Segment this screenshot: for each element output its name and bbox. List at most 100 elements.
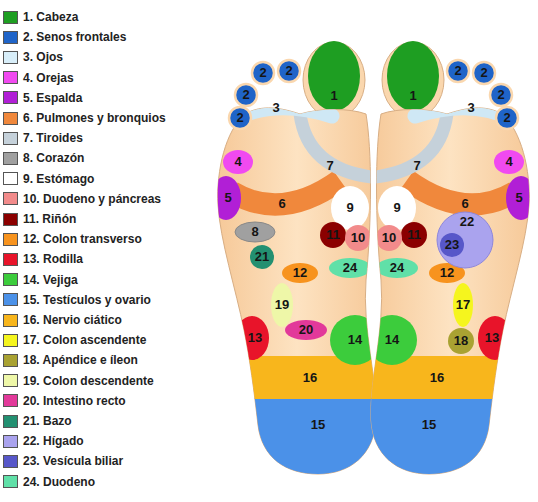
zone-number: 17 — [456, 297, 470, 313]
legend-swatch — [3, 435, 18, 448]
reflex-zone: 15 — [304, 417, 332, 433]
reflex-zone: 1 — [399, 88, 427, 104]
zone-shape — [250, 245, 274, 269]
reflex-zone: 12 — [286, 265, 314, 281]
legend-text: 3. Ojos — [23, 50, 63, 64]
reflex-zone: 18 — [447, 333, 475, 349]
zone-shape — [453, 283, 473, 327]
legend-text: 7. Tiroides — [23, 131, 83, 145]
legend-swatch — [3, 91, 18, 104]
legend-swatch — [3, 455, 18, 468]
reflex-zone: 23 — [438, 237, 466, 253]
zone-number: 14 — [348, 332, 362, 348]
zone-number: 5 — [515, 190, 522, 206]
zone-shape — [285, 320, 327, 340]
legend-entry: 17. Colon ascendente — [3, 332, 146, 348]
reflex-zone: 13 — [478, 330, 506, 346]
legend-text: 13. Rodilla — [23, 252, 83, 266]
zone-number: 1 — [330, 88, 337, 104]
reflex-zone: 17 — [449, 297, 477, 313]
legend-entry: 10. Duodeno y páncreas — [3, 191, 161, 207]
reflex-zone: 2 — [232, 87, 260, 103]
zone-number: 3 — [272, 100, 279, 116]
zone-number: 21 — [255, 249, 269, 265]
legend-swatch — [3, 394, 18, 407]
legend-swatch — [3, 31, 18, 44]
reflex-zone: 11 — [400, 227, 428, 243]
reflex-zone: 24 — [383, 260, 411, 276]
reflex-zone: 24 — [336, 260, 364, 276]
legend-entry: 6. Pulmones y bronquios — [3, 110, 166, 126]
legend-entry: 3. Ojos — [3, 49, 63, 65]
legend-entry: 19. Colon descendente — [3, 373, 154, 389]
reflex-zone: 2 — [226, 110, 254, 126]
legend-swatch — [3, 192, 18, 205]
legend-text: 5. Espalda — [23, 91, 82, 105]
legend-text: 18. Apéndice e íleon — [23, 353, 138, 367]
zone-number: 2 — [480, 65, 487, 81]
reflex-zone: 20 — [292, 322, 320, 338]
legend-swatch — [3, 334, 18, 347]
reflex-zone: 4 — [495, 154, 523, 170]
legend-swatch — [3, 152, 18, 165]
reflex-zone: 14 — [378, 332, 406, 348]
zone-number: 16 — [303, 370, 317, 386]
reflex-zone: 6 — [451, 196, 479, 212]
legend-swatch — [3, 253, 18, 266]
reflex-zone: 2 — [470, 65, 498, 81]
reflex-zone: 22 — [453, 214, 481, 230]
zone-shape — [440, 233, 464, 257]
zone-number: 4 — [234, 154, 241, 170]
legend-text: 12. Colon transverso — [23, 232, 142, 246]
reflex-zone: 21 — [248, 249, 276, 265]
zone-number: 7 — [413, 158, 420, 174]
reflex-zone: 3 — [262, 100, 290, 116]
legend-text: 24. Duodeno — [23, 475, 95, 489]
legend-entry: 21. Bazo — [3, 413, 72, 429]
zone-number: 10 — [351, 230, 365, 246]
zone-number: 13 — [485, 330, 499, 346]
reflex-zone: 12 — [433, 265, 461, 281]
legend-text: 20. Intestino recto — [23, 394, 126, 408]
zone-number: 12 — [440, 265, 454, 281]
legend-swatch — [3, 51, 18, 64]
legend-entry: 5. Espalda — [3, 90, 82, 106]
right-foot — [347, 41, 538, 488]
legend-entry: 7. Tiroides — [3, 130, 83, 146]
zone-number: 11 — [407, 227, 421, 243]
legend-text: 22. Hígado — [23, 434, 84, 448]
legend-swatch — [3, 293, 18, 306]
legend-swatch — [3, 172, 18, 185]
zone-number: 1 — [409, 88, 416, 104]
zone-number: 2 — [497, 87, 504, 103]
legend-swatch — [3, 415, 18, 428]
zone-shape — [235, 222, 275, 242]
zone-number: 9 — [346, 200, 353, 216]
zone-number: 2 — [242, 87, 249, 103]
zone-number: 5 — [224, 190, 231, 206]
zone-number: 11 — [326, 227, 340, 243]
reflex-zone: 6 — [268, 196, 296, 212]
legend-swatch — [3, 132, 18, 145]
legend-swatch — [3, 213, 18, 226]
legend-text: 4. Orejas — [23, 71, 74, 85]
legend-text: 16. Nervio ciático — [23, 313, 122, 327]
zone-number: 19 — [275, 297, 289, 313]
reflex-zone: 10 — [375, 230, 403, 246]
legend-entry: 15. Testículos y ovario — [3, 292, 151, 308]
legend-entry: 16. Nervio ciático — [3, 312, 122, 328]
legend-text: 15. Testículos y ovario — [23, 293, 151, 307]
legend-text: 1. Cabeza — [23, 10, 78, 24]
legend-swatch — [3, 374, 18, 387]
foot-base — [347, 41, 538, 488]
reflex-zone: 2 — [249, 65, 277, 81]
reflex-zone: 3 — [457, 100, 485, 116]
zone-number: 18 — [454, 333, 468, 349]
legend-text: 11. Riñón — [23, 212, 76, 226]
zone-number: 20 — [299, 322, 313, 338]
foot-base — [200, 41, 400, 488]
legend-entry: 13. Rodilla — [3, 251, 83, 267]
legend-text: 23. Vesícula biliar — [23, 454, 123, 468]
zone-shape — [271, 283, 293, 327]
